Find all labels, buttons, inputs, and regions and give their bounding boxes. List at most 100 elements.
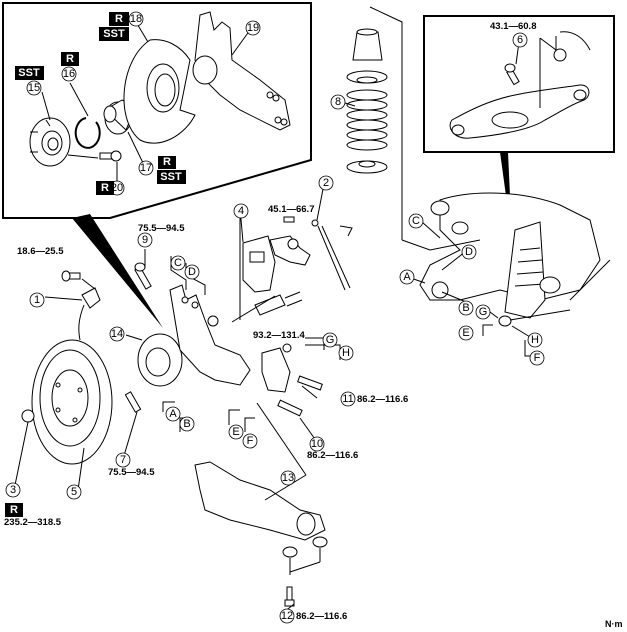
callout-14: 14 [109,326,125,342]
trailing-arm-drawing [194,461,328,607]
knuckle-drawing [192,11,291,131]
callout-18: 18 [128,11,144,27]
callout-19: 19 [245,20,261,36]
inset-hub-detail [2,2,312,328]
ref-letter-e-left: E [228,424,244,440]
callout-12-label: 12 [281,610,293,622]
svg-text:R: R [10,504,18,516]
svg-text:F: F [247,435,254,447]
callout-17-label: 17 [140,162,152,174]
lower-arm-drawing [449,84,590,139]
svg-text:B: B [183,418,190,430]
svg-text:R: R [66,53,74,65]
abs-sensor-drawing [61,270,101,341]
bolt-7-drawing [124,391,142,413]
callout-18-label: 18 [130,13,142,25]
callout-4: 4 [233,203,249,219]
coil-spring [346,89,388,151]
bolt-9-drawing [134,262,152,290]
callout-8-label: 8 [335,96,341,108]
callout-9-label: 9 [142,234,148,246]
leader-lines [13,207,536,614]
callout-12: 12 [279,608,295,624]
hub-knuckle-drawing [137,284,251,387]
ref-letter-b-left: B [179,416,195,432]
snap-ring-drawing [74,117,101,149]
nut-3-drawing [21,409,35,423]
ref-letter-a-right: A [399,269,415,285]
callout-13-label: 13 [282,472,294,484]
callout-9: 9 [137,232,153,248]
subframe-drawing [401,192,611,327]
callout-5-label: 5 [71,486,77,498]
svg-text:R: R [115,13,123,25]
ref-letter-g-left: G [322,332,338,348]
badge-r-20: R [96,181,114,195]
ref-letter-c-left: C [170,255,186,271]
svg-text:SST: SST [18,67,40,79]
badge-sst-18: SST [99,27,129,41]
ref-letter-d-right: D [461,244,477,260]
callout-3: 3 [5,482,21,498]
badge-r-18: R [109,12,129,26]
callout-6: 6 [512,32,528,48]
ref-letter-f-right: F [529,350,545,366]
inset-pointer [72,214,163,328]
callout-10: 10 [309,436,325,452]
ref-letter-g-right: G [475,304,491,320]
svg-text:H: H [531,334,539,346]
svg-text:SST: SST [160,171,182,183]
svg-text:D: D [465,246,473,258]
ref-letter-e-right: E [458,325,474,341]
callout-7-label: 7 [120,454,126,466]
torque-6: 43.1—60.8 [490,21,536,32]
torque-caliper: 45.1—66.7 [268,204,314,215]
dust-shield-drawing [123,39,196,144]
rotor-drawing [31,339,113,465]
svg-text:A: A [169,408,177,420]
torque-9: 75.5—94.5 [138,223,185,234]
callout-1: 1 [29,292,45,308]
caliper-drawing [242,183,353,293]
hub-flange-drawing [29,117,71,167]
svg-text:A: A [403,271,411,283]
callout-16-label: 16 [63,68,75,80]
callout-7: 7 [115,452,131,468]
callout-3-label: 3 [10,484,16,496]
svg-text:C: C [174,257,182,269]
bolt-11-drawing [297,375,323,391]
badge-r-3: R [5,503,23,517]
ref-letter-c-right: C [408,213,424,229]
callout-14-label: 14 [111,328,123,340]
bracket-gh-drawing [261,343,292,393]
ref-letter-f-left: F [242,433,258,449]
badge-r-16: R [61,52,79,66]
hub-bolt-drawing [99,150,122,162]
callout-13: 13 [280,470,296,486]
svg-text:R: R [101,182,109,194]
torque-7: 75.5—94.5 [108,467,155,478]
svg-text:F: F [534,352,541,364]
svg-text:C: C [412,215,420,227]
callout-15-label: 15 [28,82,40,94]
svg-text:SST: SST [103,28,125,40]
callout-4-label: 4 [238,205,244,217]
callout-19-label: 19 [247,22,259,34]
torque-3: 235.2—318.5 [4,517,62,528]
badge-sst-15: SST [15,66,44,80]
callout-10-label: 10 [311,438,323,450]
svg-text:D: D [188,266,196,278]
ref-letter-a-left: A [165,406,181,422]
svg-text:G: G [479,306,488,318]
callout-2-label: 2 [323,177,329,189]
torque-nut-g: 93.2—131.4 [253,330,305,341]
torque-11: 86.2—116.6 [357,394,408,405]
callout-2: 2 [318,175,334,191]
ref-letter-h-left: H [338,345,354,361]
svg-text:B: B [462,302,469,314]
bolt-10-drawing [277,399,303,417]
callout-8: 8 [330,94,346,110]
svg-text:E: E [232,426,239,438]
badge-r-17: R [158,156,176,169]
svg-text:H: H [342,347,350,359]
